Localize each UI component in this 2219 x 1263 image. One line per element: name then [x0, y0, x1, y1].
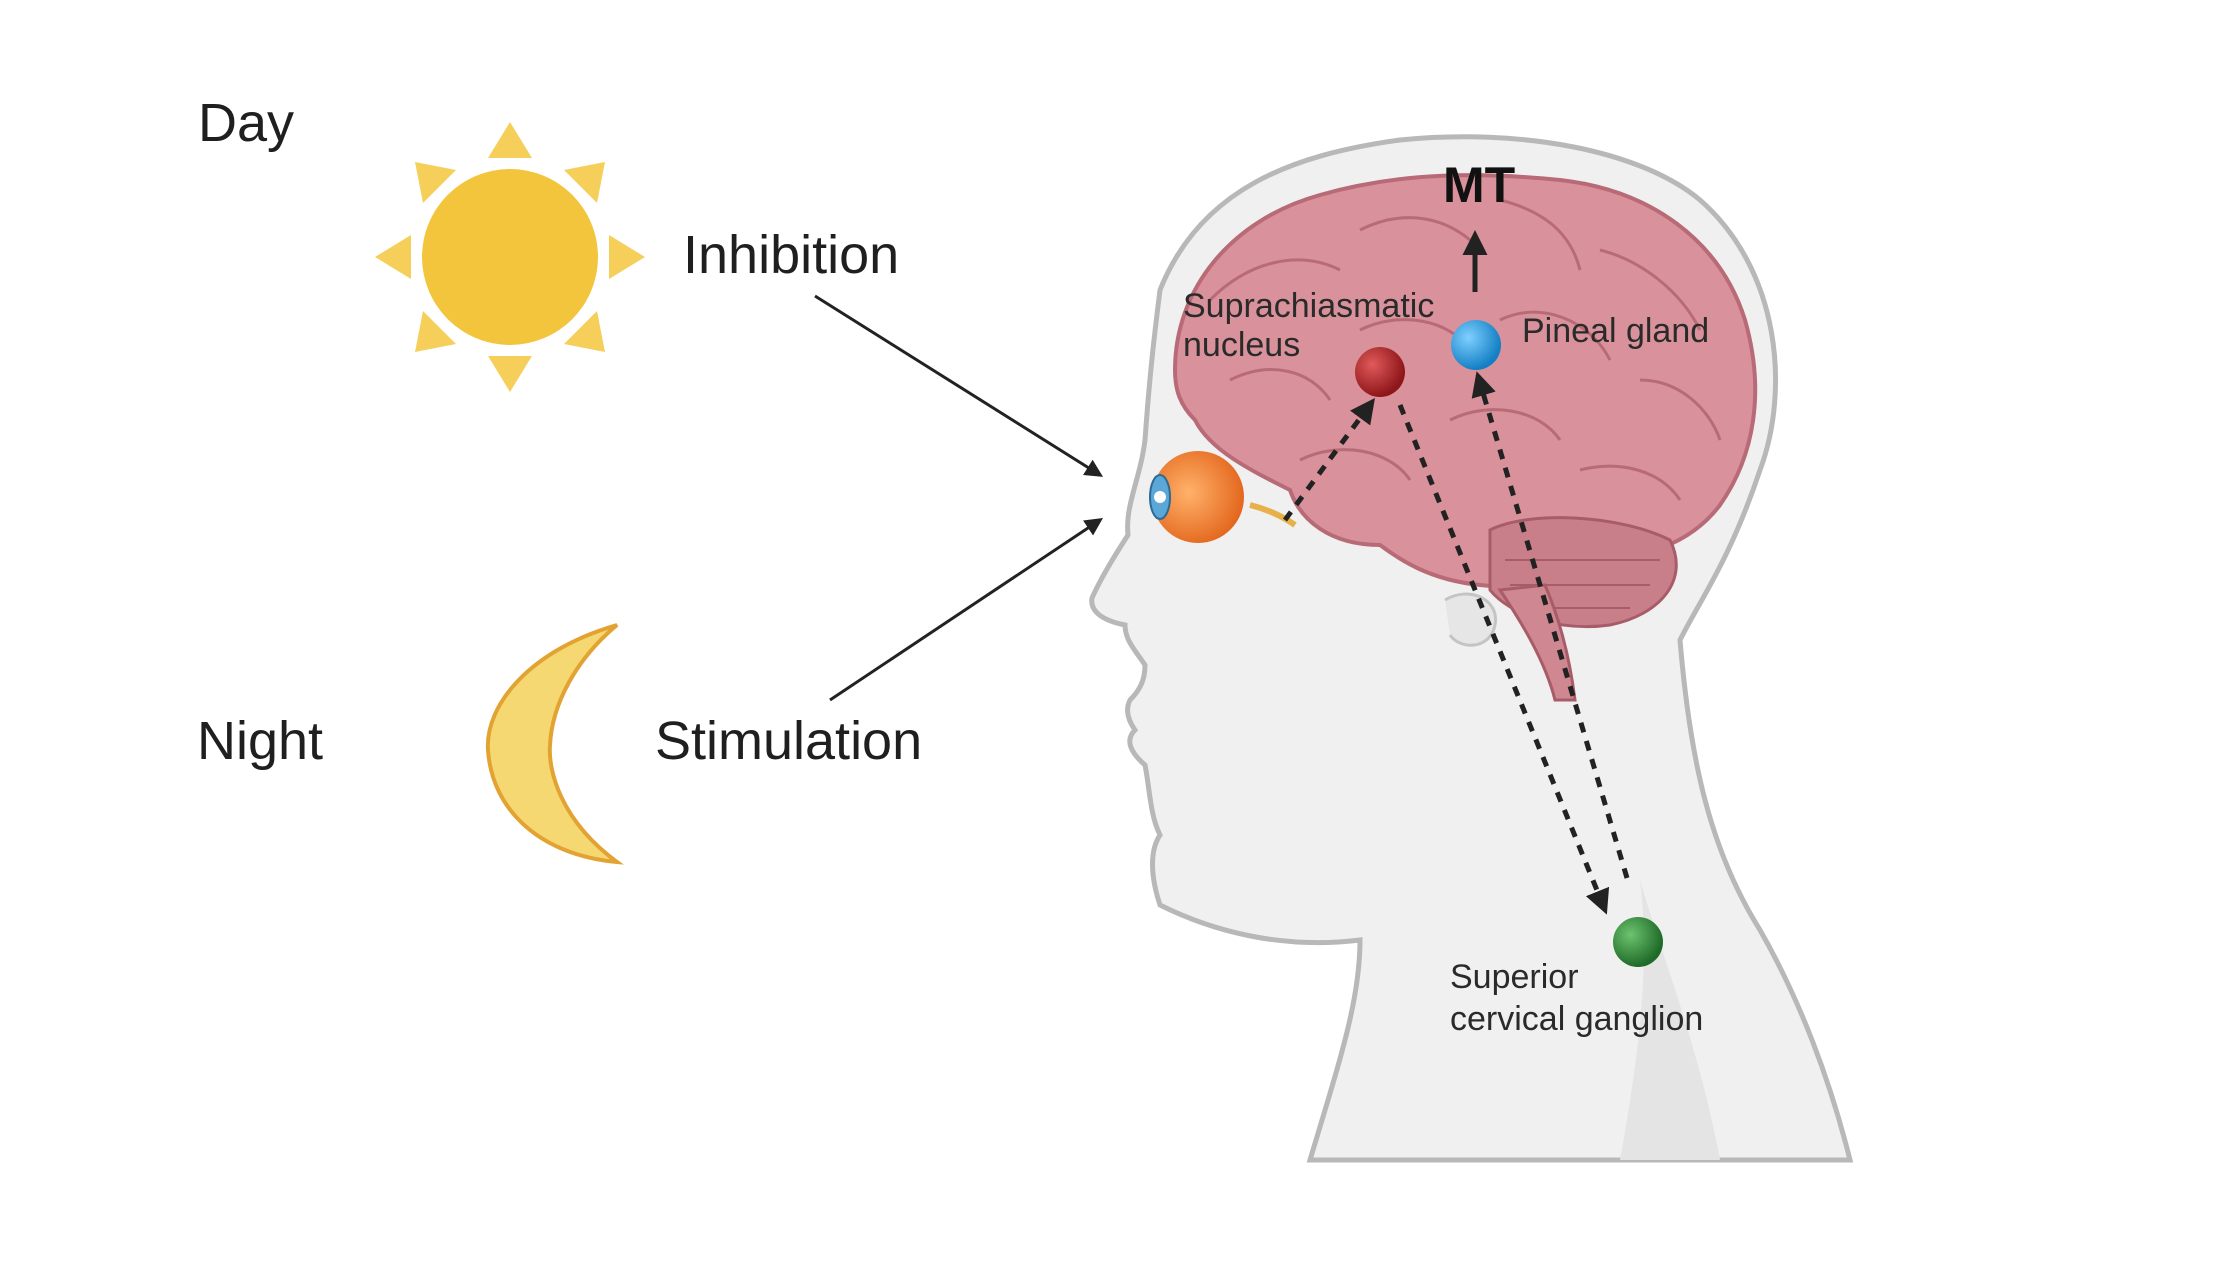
- pineal-gland-label: Pineal gland: [1522, 312, 1710, 350]
- scn-label-line1: Suprachiasmatic: [1183, 287, 1435, 325]
- brain: [1172, 173, 1758, 702]
- scn-label-line2: nucleus: [1183, 326, 1301, 364]
- stimulation-arrow: [829, 518, 1103, 702]
- stimulation-label: Stimulation: [655, 711, 923, 771]
- pineal-gland-node: [1451, 320, 1501, 370]
- scg-label-line2: cervical ganglion: [1450, 1000, 1704, 1038]
- eye-to-scn-path: [1282, 397, 1375, 522]
- day-label: Day: [198, 93, 295, 153]
- inhibition-arrow: [814, 294, 1104, 477]
- scg-label-line1: Superior: [1450, 958, 1579, 996]
- night-label: Night: [197, 711, 324, 771]
- eye-icon: [1149, 451, 1244, 543]
- scn-to-scg-path: [1397, 404, 1610, 915]
- sun-icon: [375, 122, 645, 392]
- superior-cervical-ganglion-node: [1613, 917, 1663, 967]
- inhibition-label: Inhibition: [683, 225, 900, 285]
- mt-label: MT: [1443, 157, 1516, 213]
- moon-icon: [485, 623, 624, 865]
- suprachiasmatic-nucleus-node: [1355, 347, 1405, 397]
